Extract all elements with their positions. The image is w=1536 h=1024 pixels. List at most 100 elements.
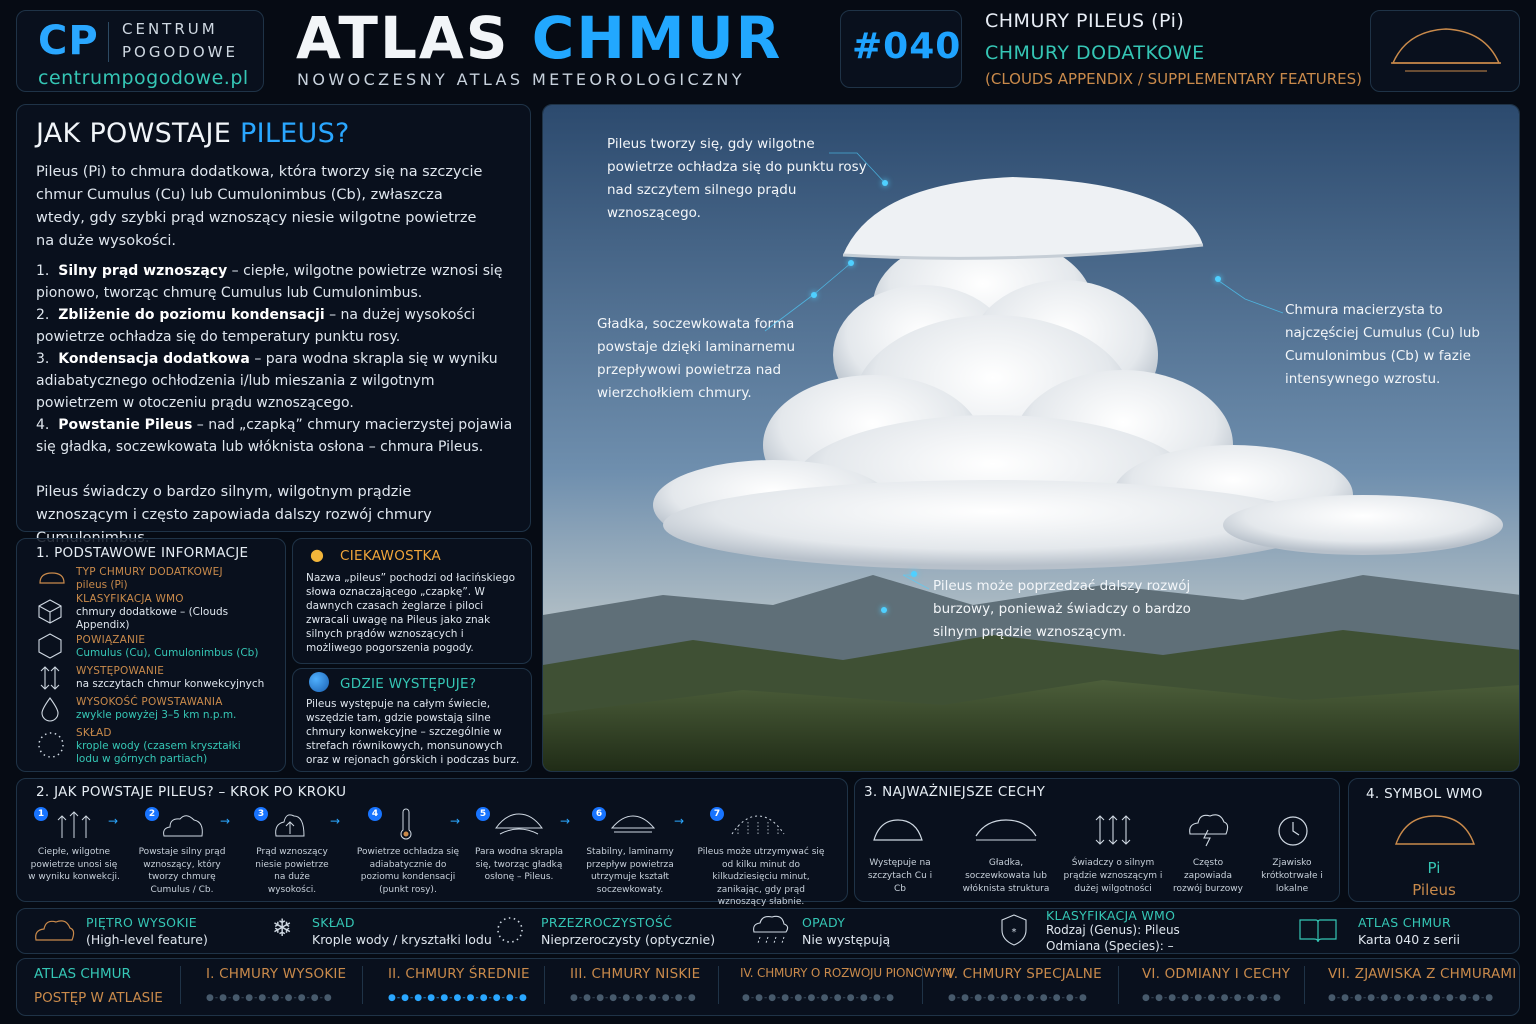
arrow-right-icon: → — [108, 814, 119, 828]
key-features-panel — [854, 778, 1340, 902]
atlas-section-link[interactable]: VII. ZJAWISKA Z CHMURAMI — [1328, 966, 1517, 982]
info-label: SKŁAD — [76, 727, 112, 739]
photo-caption: Chmura macierzysta to najczęściej Cumulu… — [1285, 302, 1480, 387]
updraft-cloud-icon — [275, 814, 305, 837]
info-value: pileus (Pi) — [76, 579, 128, 591]
list-item: 1. Silny prąd wznoszący – ciepłe, wilgot… — [36, 260, 516, 304]
wmo-pileus-symbol-icon — [1395, 815, 1475, 845]
caption-marker — [848, 260, 854, 266]
caption-marker — [911, 571, 917, 577]
feature-caption: Świadczy o silnym prądzie wznoszącym i d… — [1063, 858, 1163, 894]
info-label: WYSOKOŚĆ POWSTAWANIA — [76, 696, 223, 708]
progress-title: ATLAS CHMUR — [34, 966, 131, 982]
atlas-section-link[interactable]: IV. CHMURY O ROZWOJU PIONOWYM — [740, 966, 953, 980]
cube-icon — [38, 599, 62, 624]
step-number-badge: 2 — [145, 807, 159, 821]
cloud-name: CHMURY PILEUS (Pi) — [985, 10, 1185, 32]
atlas-section-link[interactable]: III. CHMURY NISKIE — [570, 966, 701, 982]
panel-heading: 4. SYMBOL WMO — [1366, 786, 1483, 802]
summary-value: Krople wody / kryształki lodu — [312, 932, 492, 947]
heading-part-a: JAK POWSTAJE — [36, 118, 240, 149]
rising-air-icon — [57, 811, 91, 838]
snowflake-icon: ❄ — [272, 914, 293, 942]
step-title: Silny prąd wznoszący — [58, 263, 228, 279]
step-number-badge: 4 — [368, 807, 382, 821]
atlas-section-link[interactable]: I. CHMURY WYSOKIE — [206, 966, 347, 982]
logo-cp-text: CP — [38, 18, 99, 64]
feature-caption: Zjawisko krótkotrwałe i lokalne — [1261, 858, 1323, 894]
step-caption: Stabilny, laminarny przepływ powietrza u… — [586, 847, 674, 895]
page-title: ATLAS CHMUR — [296, 4, 782, 72]
divider — [922, 966, 923, 1004]
caption-marker — [811, 292, 817, 298]
atlas-section-link[interactable]: V. CHMURY SPECJALNE — [946, 966, 1102, 982]
updraft-arrows-icon — [1095, 815, 1131, 845]
cloud-category: CHMURY DODATKOWE — [985, 42, 1205, 64]
panel-heading: 1. PODSTAWOWE INFORMACJE — [36, 545, 249, 561]
photo-caption: Pileus tworzy się, gdy wilgotne powietrz… — [607, 136, 867, 221]
title-part-b: CHMUR — [531, 4, 783, 72]
summary-label: SKŁAD — [312, 915, 355, 930]
step-number-badge: 1 — [34, 807, 48, 821]
caption-marker — [881, 607, 887, 613]
logo-mark: CP — [38, 18, 99, 64]
where-text: Pileus występuje na całym świecie, wszęd… — [306, 698, 520, 766]
summary-label: KLASYFIKACJA WMO — [1046, 908, 1176, 923]
pileus-cap-icon — [873, 819, 923, 841]
summary-label: OPADY — [802, 915, 846, 930]
step-number: 4. — [36, 417, 50, 433]
intro-paragraph: Pileus (Pi) to chmura dodatkowa, która t… — [36, 164, 483, 249]
cloud-category-en: (CLOUDS APPENDIX / SUPPLEMENTARY FEATURE… — [985, 70, 1362, 88]
info-value: na szczytach chmur konwekcyjnych — [76, 678, 265, 690]
card-number: #040 — [852, 26, 962, 67]
list-item: 3. Kondensacja dodatkowa – para wodna sk… — [36, 348, 516, 414]
step-caption: Para wodna skrapla się, tworząc gładką o… — [474, 847, 564, 882]
atlas-progress-bar — [16, 958, 1520, 1016]
logo-url-link[interactable]: centrumpogodowe.pl — [38, 67, 249, 89]
panel-heading: GDZIE WYSTĘPUJE? — [340, 676, 477, 692]
info-label: WYSTĘPOWANIE — [76, 665, 165, 677]
info-value: chmury dodatkowe – (Clouds Appendix) — [76, 606, 229, 631]
step-number-badge: 3 — [254, 807, 268, 821]
storm-cloud-icon — [1189, 814, 1229, 847]
cloud-photo: Pileus tworzy się, gdy wilgotne powietrz… — [542, 104, 1520, 772]
arrow-right-icon: → — [674, 814, 685, 828]
step-number: 3. — [36, 351, 50, 367]
arrow-right-icon: → — [560, 814, 571, 828]
step-caption: Prąd wznoszący niesie powietrze na duże … — [255, 847, 329, 895]
list-item: 4. Powstanie Pileus – nad „czapką” chmur… — [36, 414, 516, 458]
info-value: Cumulus (Cu), Cumulonimbus (Cb) — [76, 647, 259, 659]
fun-fact-panel — [292, 538, 532, 664]
summary-label: PIĘTRO WYSOKIE — [86, 915, 198, 930]
summary-value: Nie występują — [802, 932, 891, 947]
step-caption: Powietrze ochładza się adiabatycznie do … — [356, 847, 460, 895]
summary-label: PRZEZROCZYSTOŚĆ — [541, 915, 673, 930]
info-label: KLASYFIKACJA WMO — [76, 593, 184, 605]
step-text: – na dużej wysokości powietrze ochładza … — [36, 307, 476, 345]
explanation-panel — [16, 104, 531, 532]
step-by-step-panel — [16, 778, 848, 902]
logo-line1: CENTRUM — [122, 20, 218, 38]
symbol-box — [1370, 10, 1520, 92]
wmo-symbol-panel — [1348, 778, 1520, 902]
droplet-icon — [41, 697, 59, 722]
summary-value: Rodzaj (Genus): Pileus — [1046, 923, 1180, 937]
step-title: Powstanie Pileus — [58, 417, 193, 433]
progress-dots: ●-●-●-●-●-●-●-●-●-●-● — [948, 993, 1088, 1003]
logo-box — [16, 10, 264, 92]
atlas-section-link[interactable]: II. CHMURY ŚREDNIE — [388, 966, 530, 982]
high-level-cloud-icon — [35, 920, 75, 941]
step-number-badge: 6 — [592, 807, 606, 821]
divider — [1304, 966, 1305, 1004]
page-subtitle: NOWOCZESNY ATLAS METEOROLOGICZNY — [297, 70, 745, 89]
atlas-section-link[interactable]: VI. ODMIANY I CECHY — [1142, 966, 1291, 982]
open-book-icon — [1299, 919, 1337, 943]
step-caption: Ciepłe, wilgotne powietrze unosi się w w… — [28, 847, 120, 882]
arrow-right-icon: → — [450, 814, 461, 828]
progress-dots-active: ●-●-●-●-●-●-●-●-●-●-● — [388, 993, 528, 1003]
lenticular-icon — [975, 819, 1037, 841]
divider — [180, 966, 181, 1004]
info-value: krople wody (czasem kryształki lodu w gó… — [76, 740, 241, 765]
progress-dots: ●-●-●-●-●-●-●-●-●-●-● — [1142, 993, 1282, 1003]
thermometer-icon — [400, 808, 412, 840]
